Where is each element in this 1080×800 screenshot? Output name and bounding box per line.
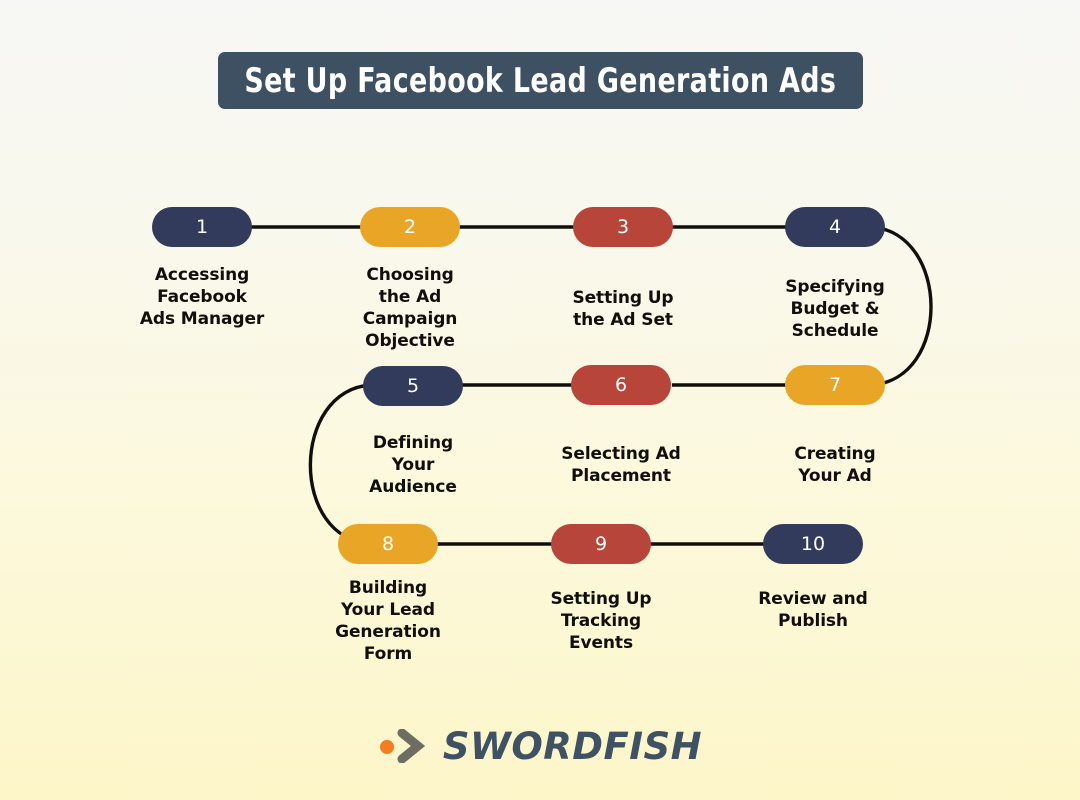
step-number-badge-1[interactable]: 1	[152, 207, 252, 247]
step-number-badge-7[interactable]: 7	[785, 365, 885, 405]
connector-curve-right	[870, 225, 933, 387]
step-number-badge-10[interactable]: 10	[763, 524, 863, 564]
step-number-badge-8[interactable]: 8	[338, 524, 438, 564]
logo-mark	[378, 728, 434, 764]
page-title: Set Up Facebook Lead Generation Ads	[244, 60, 837, 101]
chevron-right-icon	[397, 729, 425, 763]
step-number-badge-4[interactable]: 4	[785, 207, 885, 247]
step-number-badge-2[interactable]: 2	[360, 207, 460, 247]
logo-dot-icon	[379, 740, 394, 754]
flow-connectors	[248, 225, 933, 546]
step-number-badge-9[interactable]: 9	[551, 524, 651, 564]
brand-logo: SWORDFISH	[0, 718, 1080, 774]
step-number-badge-3[interactable]: 3	[573, 207, 673, 247]
brand-name: SWORDFISH	[442, 724, 703, 768]
step-number-badge-5[interactable]: 5	[363, 366, 463, 406]
step-number-badge-6[interactable]: 6	[571, 365, 671, 405]
title-banner: Set Up Facebook Lead Generation Ads	[218, 52, 863, 109]
